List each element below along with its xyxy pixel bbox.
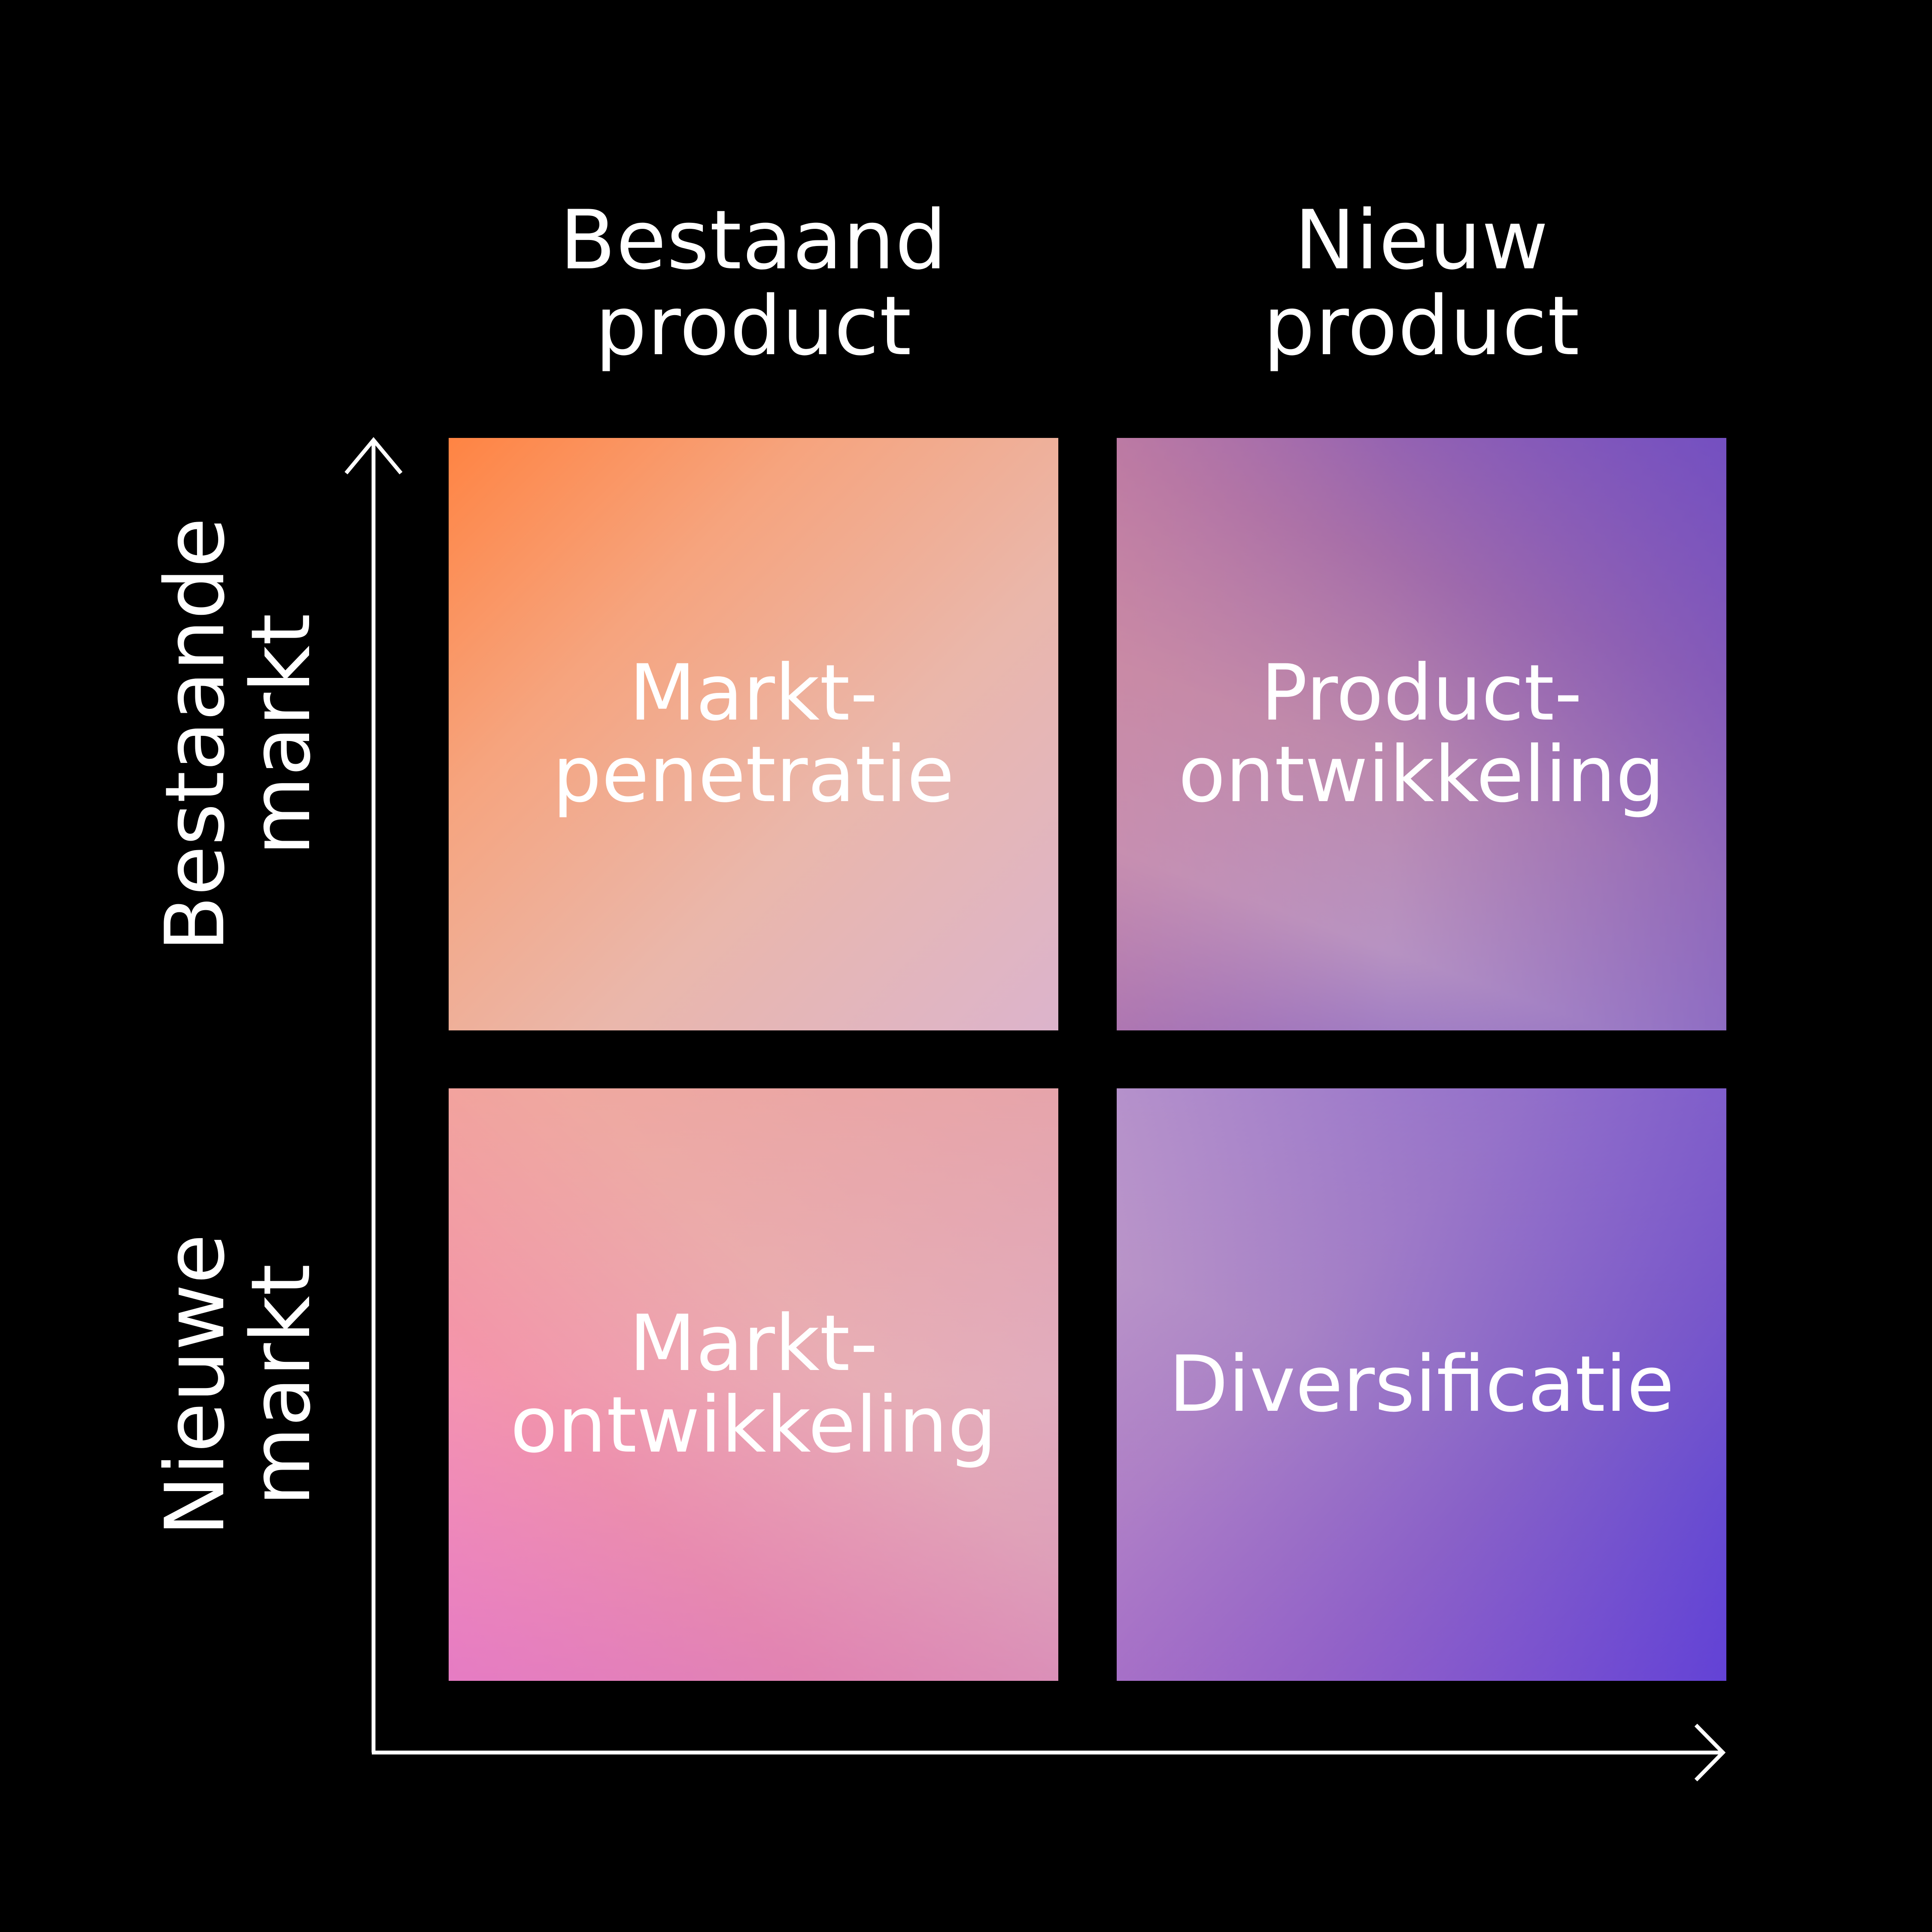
row-header-existing-market-line2: markt	[234, 613, 328, 856]
quadrant-label-line1: Diversificatie	[1169, 1340, 1674, 1429]
quadrant-product-development: Product- ontwikkeling	[1117, 438, 1726, 1030]
quadrant-diversification-label: Diversificatie	[1169, 1344, 1674, 1425]
row-header-new-market-line1: Nieuwe	[148, 1233, 243, 1537]
column-header-existing-product-line2: product	[595, 279, 912, 374]
quadrant-market-penetration: Markt- penetratie	[449, 438, 1058, 1030]
column-header-existing-product: Bestaand product	[449, 197, 1058, 369]
quadrant-label-line2: penetratie	[552, 730, 955, 820]
quadrant-market-development-label: Markt- ontwikkeling	[510, 1303, 996, 1466]
quadrant-label-line1: Markt-	[629, 648, 878, 738]
column-header-new-product: Nieuw product	[1117, 197, 1726, 369]
quadrant-product-development-label: Product- ontwikkeling	[1178, 653, 1665, 816]
column-header-new-product-line2: product	[1263, 279, 1580, 374]
row-header-existing-market: Bestaande markt	[148, 438, 333, 1031]
quadrant-diversification: Diversificatie	[1117, 1088, 1726, 1681]
quadrant-label-line2: ontwikkeling	[1178, 730, 1665, 820]
column-header-new-product-line1: Nieuw	[1294, 193, 1549, 288]
row-header-new-market-line2: markt	[234, 1264, 328, 1507]
quadrant-market-development: Markt- ontwikkeling	[449, 1088, 1058, 1681]
quadrant-label-line1: Product-	[1261, 648, 1583, 738]
quadrant-market-penetration-label: Markt- penetratie	[553, 653, 954, 816]
column-header-existing-product-line1: Bestaand	[559, 193, 948, 288]
quadrant-label-line1: Markt-	[629, 1299, 878, 1388]
row-header-new-market: Nieuwe markt	[148, 1089, 333, 1681]
vertical-axis-arrow-icon	[344, 437, 403, 474]
quadrant-label-line2: ontwikkeling	[510, 1380, 997, 1470]
horizontal-axis-arrow-icon	[1694, 1723, 1726, 1782]
row-header-existing-market-line1: Bestaande	[148, 517, 243, 952]
